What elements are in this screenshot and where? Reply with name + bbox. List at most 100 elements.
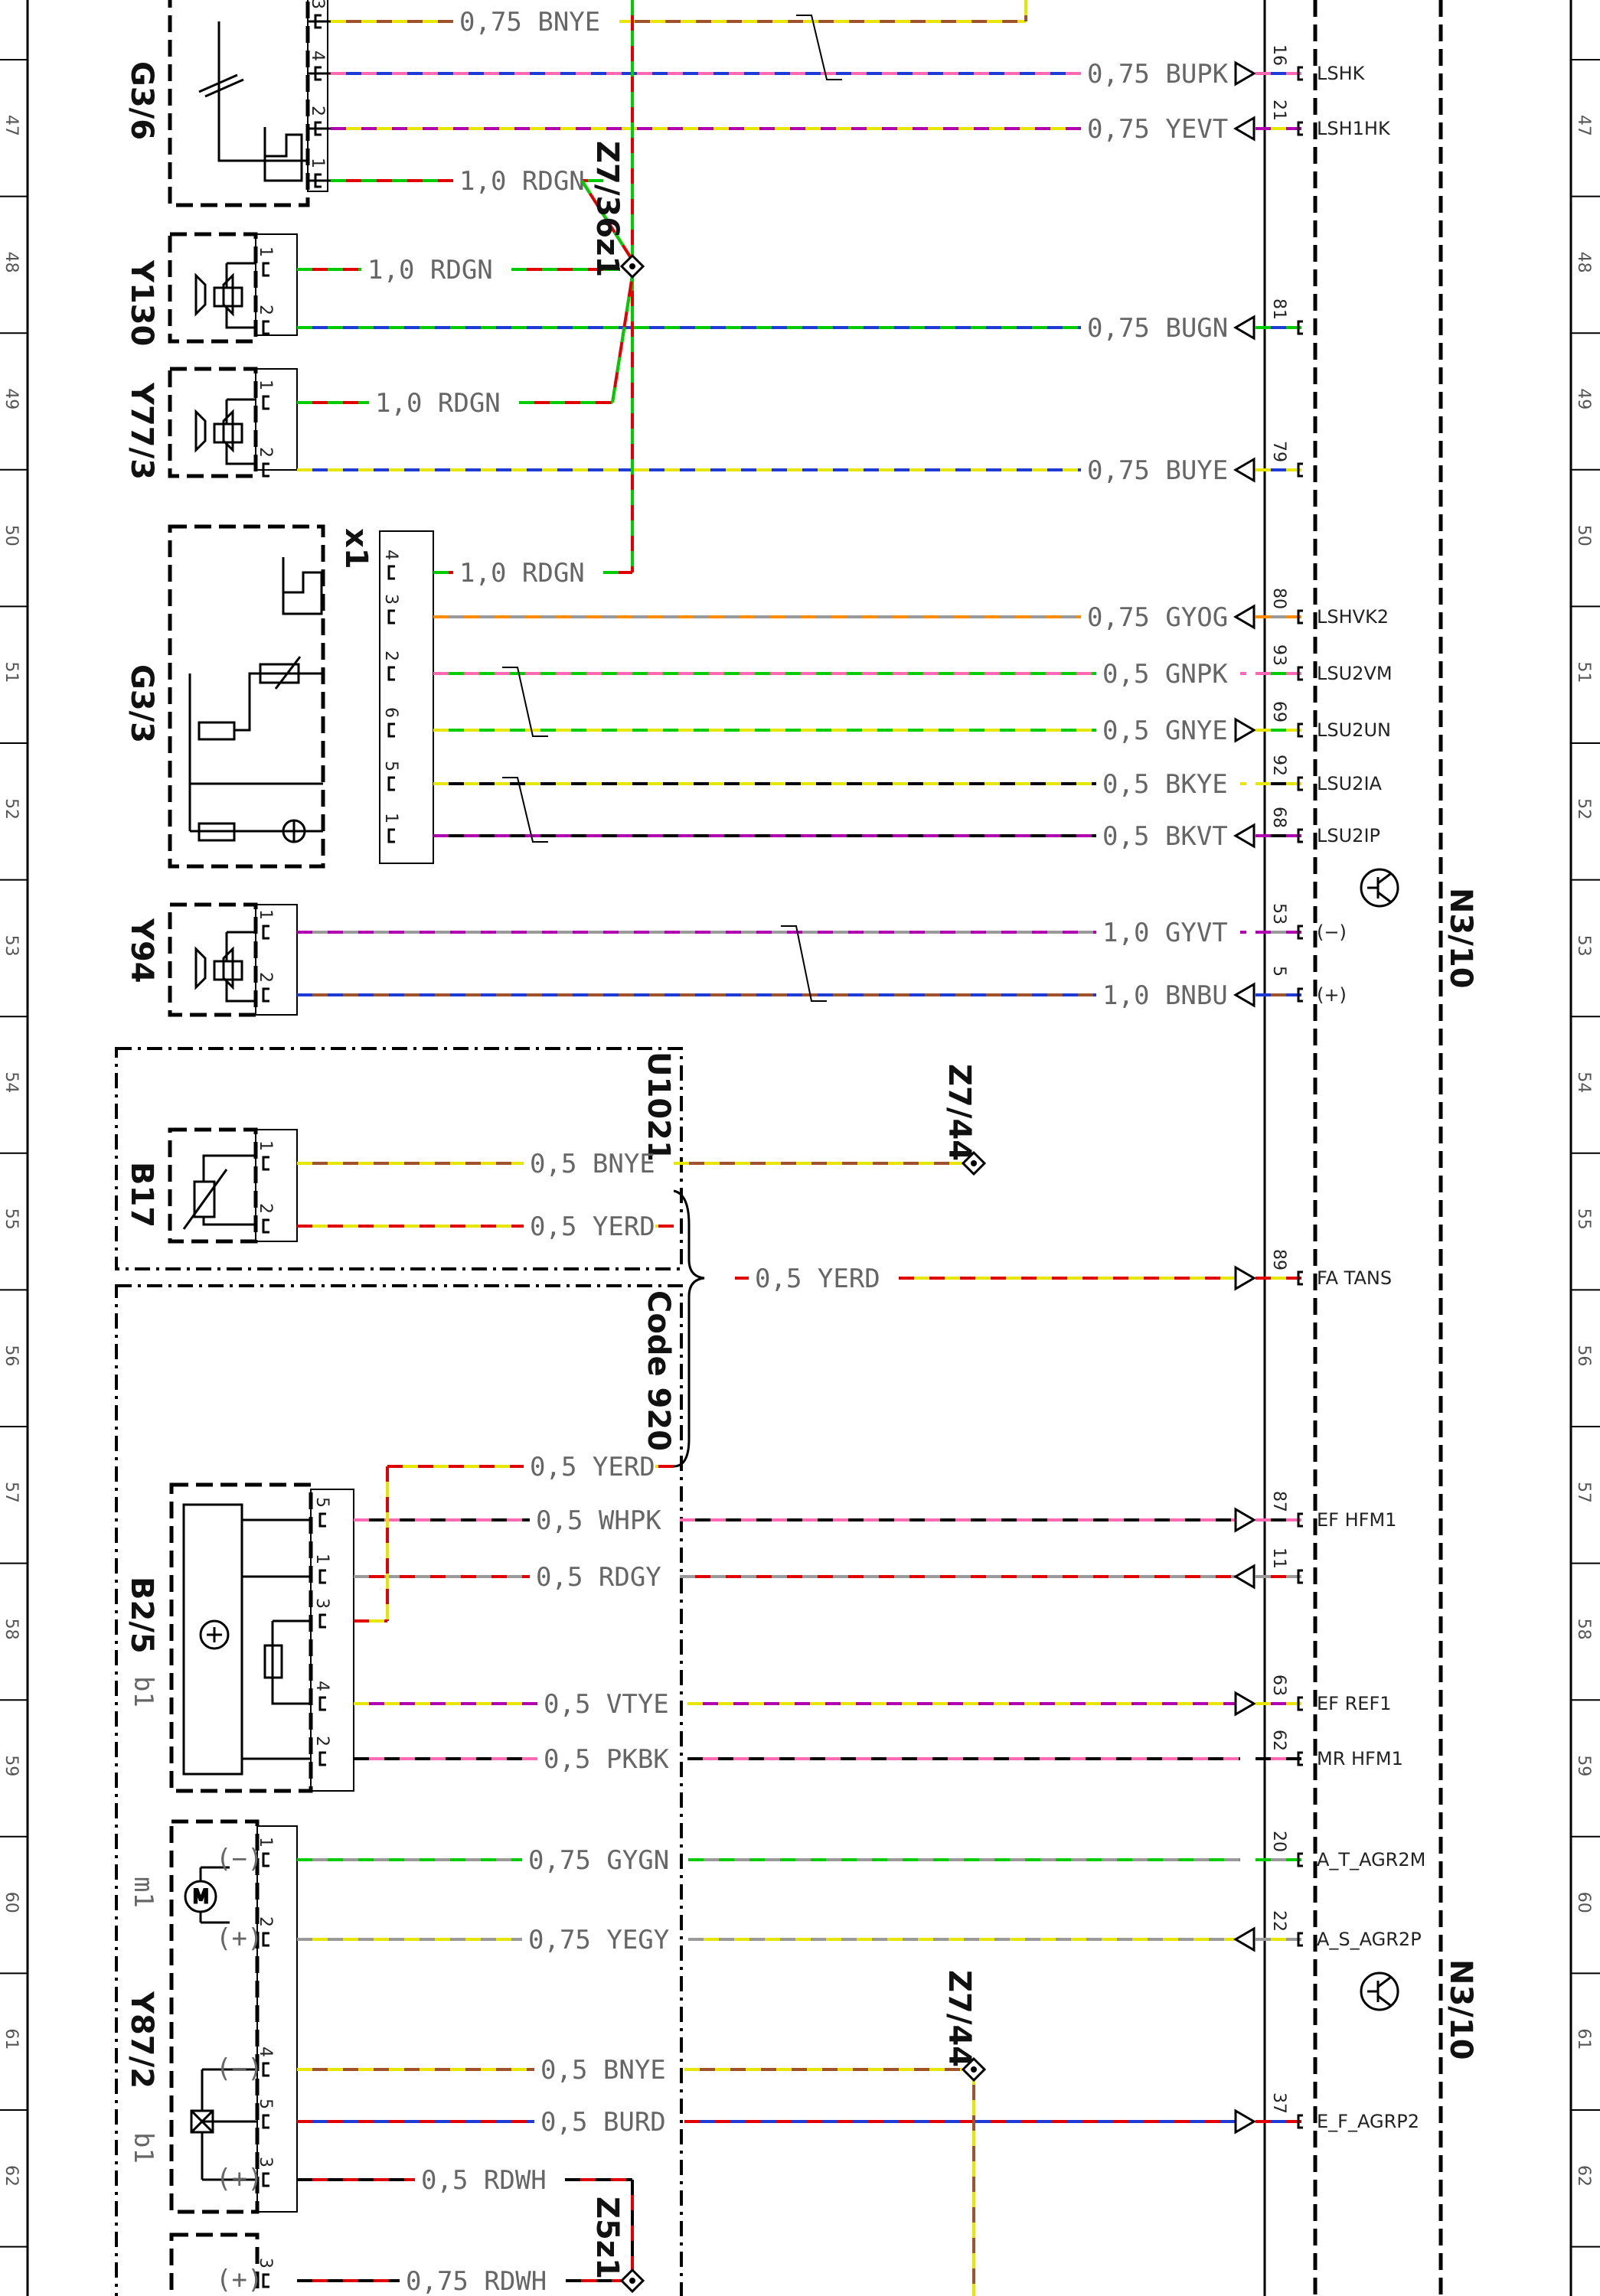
wire-label: 0,75 BUYE (1087, 455, 1228, 486)
wire-label: 0,75 RDWH (406, 2266, 547, 2296)
ruler-number: 55 (1574, 1208, 1593, 1230)
component-label-g3-3: G3/3 (124, 664, 159, 743)
signal-arrow (1234, 717, 1256, 743)
wire-label: 0,75 BUGN (1087, 313, 1228, 344)
ruler-number: 55 (2, 1208, 21, 1230)
pin-numbers: 34211212432651121251342124533(−)(+)(−)(+… (216, 0, 400, 2295)
ruler-number: 50 (1574, 525, 1593, 546)
wire-label: 0,75 YEGY (528, 1925, 669, 1955)
ruler-number: 47 (1574, 115, 1593, 136)
wire-label: 1,0 RDGN (367, 255, 493, 285)
wire-label: 0,5 RDWH (421, 2165, 547, 2196)
component-sublabel-b1: b1 (128, 1676, 158, 1707)
signal-arrow (1234, 2108, 1256, 2135)
ruler-number: 60 (2, 1892, 21, 1913)
wire-label: 0,5 YERD (530, 1452, 655, 1482)
wire: 0,75 RDWH (297, 2266, 632, 2296)
junction-point: Z5z1 (589, 2197, 645, 2294)
connector-pin-number: 3 (308, 0, 327, 9)
wire-label: 0,5 BKVT (1102, 821, 1228, 852)
ruler-number: 59 (2, 1755, 21, 1776)
ecu-signal-name: EF HFM1 (1317, 1509, 1396, 1531)
ruler-number: 49 (1574, 388, 1593, 409)
ecu-pin-number: 81 (1269, 298, 1288, 320)
pin-polarity-label: (+) (216, 2164, 263, 2194)
connector-pin-number: 4 (256, 2047, 275, 2057)
ecu-label-top: N3/10 (1443, 888, 1478, 989)
transistor-icon (1360, 1971, 1399, 2011)
wire-label: 0,5 BKYE (1102, 769, 1228, 800)
ecu-pin-number: 89 (1269, 1249, 1288, 1270)
ruler-number: 62 (1574, 2165, 1593, 2187)
svg-text:M: M (193, 1886, 209, 1907)
wire-label: 0,75 GYGN (528, 1845, 669, 1876)
ecu-pin-number: 92 (1269, 755, 1288, 776)
ecu-pin-number: 63 (1269, 1675, 1288, 1696)
junction-point: Z7/44 (942, 1064, 987, 1176)
pin-polarity-label: (+) (216, 1923, 263, 1954)
wire-label: 0,5 BNYE (540, 2055, 666, 2086)
wire-label: 0,75 YEVT (1087, 114, 1228, 145)
connector-pin-number: 2 (256, 972, 275, 983)
wire: 0,75 BUGN 81 (297, 298, 1303, 344)
component-label-y94: Y94 (124, 918, 159, 983)
ecu-pin-number: 11 (1269, 1548, 1288, 1569)
component-g3-3-box (168, 524, 325, 869)
ruler-number: 57 (2, 1482, 21, 1503)
component-sublabel-m1: m1 (128, 1877, 158, 1908)
wire-label: 0,5 YERD (530, 1212, 655, 1242)
signal-arrow (1233, 116, 1256, 142)
signal-arrow (1234, 1507, 1256, 1533)
ruler-number: 49 (2, 388, 21, 409)
wire: 1,0 RDGN (297, 388, 612, 419)
component-label-g3-6: G3/6 (124, 61, 159, 140)
internal-symbols: M (182, 20, 331, 2181)
wire: 0,5 BNYE (297, 2055, 974, 2086)
connector-pin-number: 3 (256, 2258, 275, 2268)
ruler-number: 48 (1574, 252, 1593, 273)
code-brace (673, 1189, 705, 1468)
component-label-b2-5: B2/5 (124, 1577, 159, 1654)
component-label-y87-2: Y87/2 (124, 1991, 159, 2089)
connector-pin-number: 1 (256, 380, 275, 390)
component-g3-6-box (168, 0, 310, 207)
ruler-number: 61 (1574, 2028, 1593, 2050)
wire-label: 0,5 GNPK (1102, 659, 1228, 690)
ecu-pin-number: 80 (1269, 588, 1288, 609)
ruler-number: 52 (2, 798, 21, 820)
ruler-number: 54 (1574, 1071, 1593, 1093)
ecu-signal-name: MR HFM1 (1317, 1748, 1403, 1769)
component-sublabel-b1: b1 (128, 2132, 158, 2164)
ruler-number: 58 (2, 1619, 21, 1640)
connector-pin-number: 1 (381, 813, 400, 823)
ruler-number: 59 (1574, 1755, 1593, 1776)
connector-pin-number: 3 (381, 594, 400, 605)
ecu-signal-name: LSU2UN (1317, 719, 1391, 741)
junction-label: Z7/36z1 (589, 141, 625, 277)
connector-pin-number: 2 (256, 1203, 275, 1214)
connector-pin-number: 4 (308, 51, 327, 61)
ruler-number: 53 (1574, 935, 1593, 957)
ecu-signal-name: (−) (1317, 921, 1347, 943)
wire-label: 1,0 GYVT (1102, 918, 1228, 948)
component-label-y130: Y130 (124, 259, 159, 346)
connector-pin-number: 1 (256, 909, 275, 920)
wire-label: 0,5 BURD (540, 2107, 666, 2138)
junction-point: Z7/44 (942, 1970, 987, 2082)
component-b2-5-box (169, 1482, 313, 1793)
wire-label: 1,0 RDGN (375, 388, 501, 419)
junction-point: Z7/36z1 (589, 141, 645, 279)
ecu-signal-name: LSU2IP (1317, 825, 1380, 846)
ecu-label-bottom: N3/10 (1443, 1959, 1478, 2060)
